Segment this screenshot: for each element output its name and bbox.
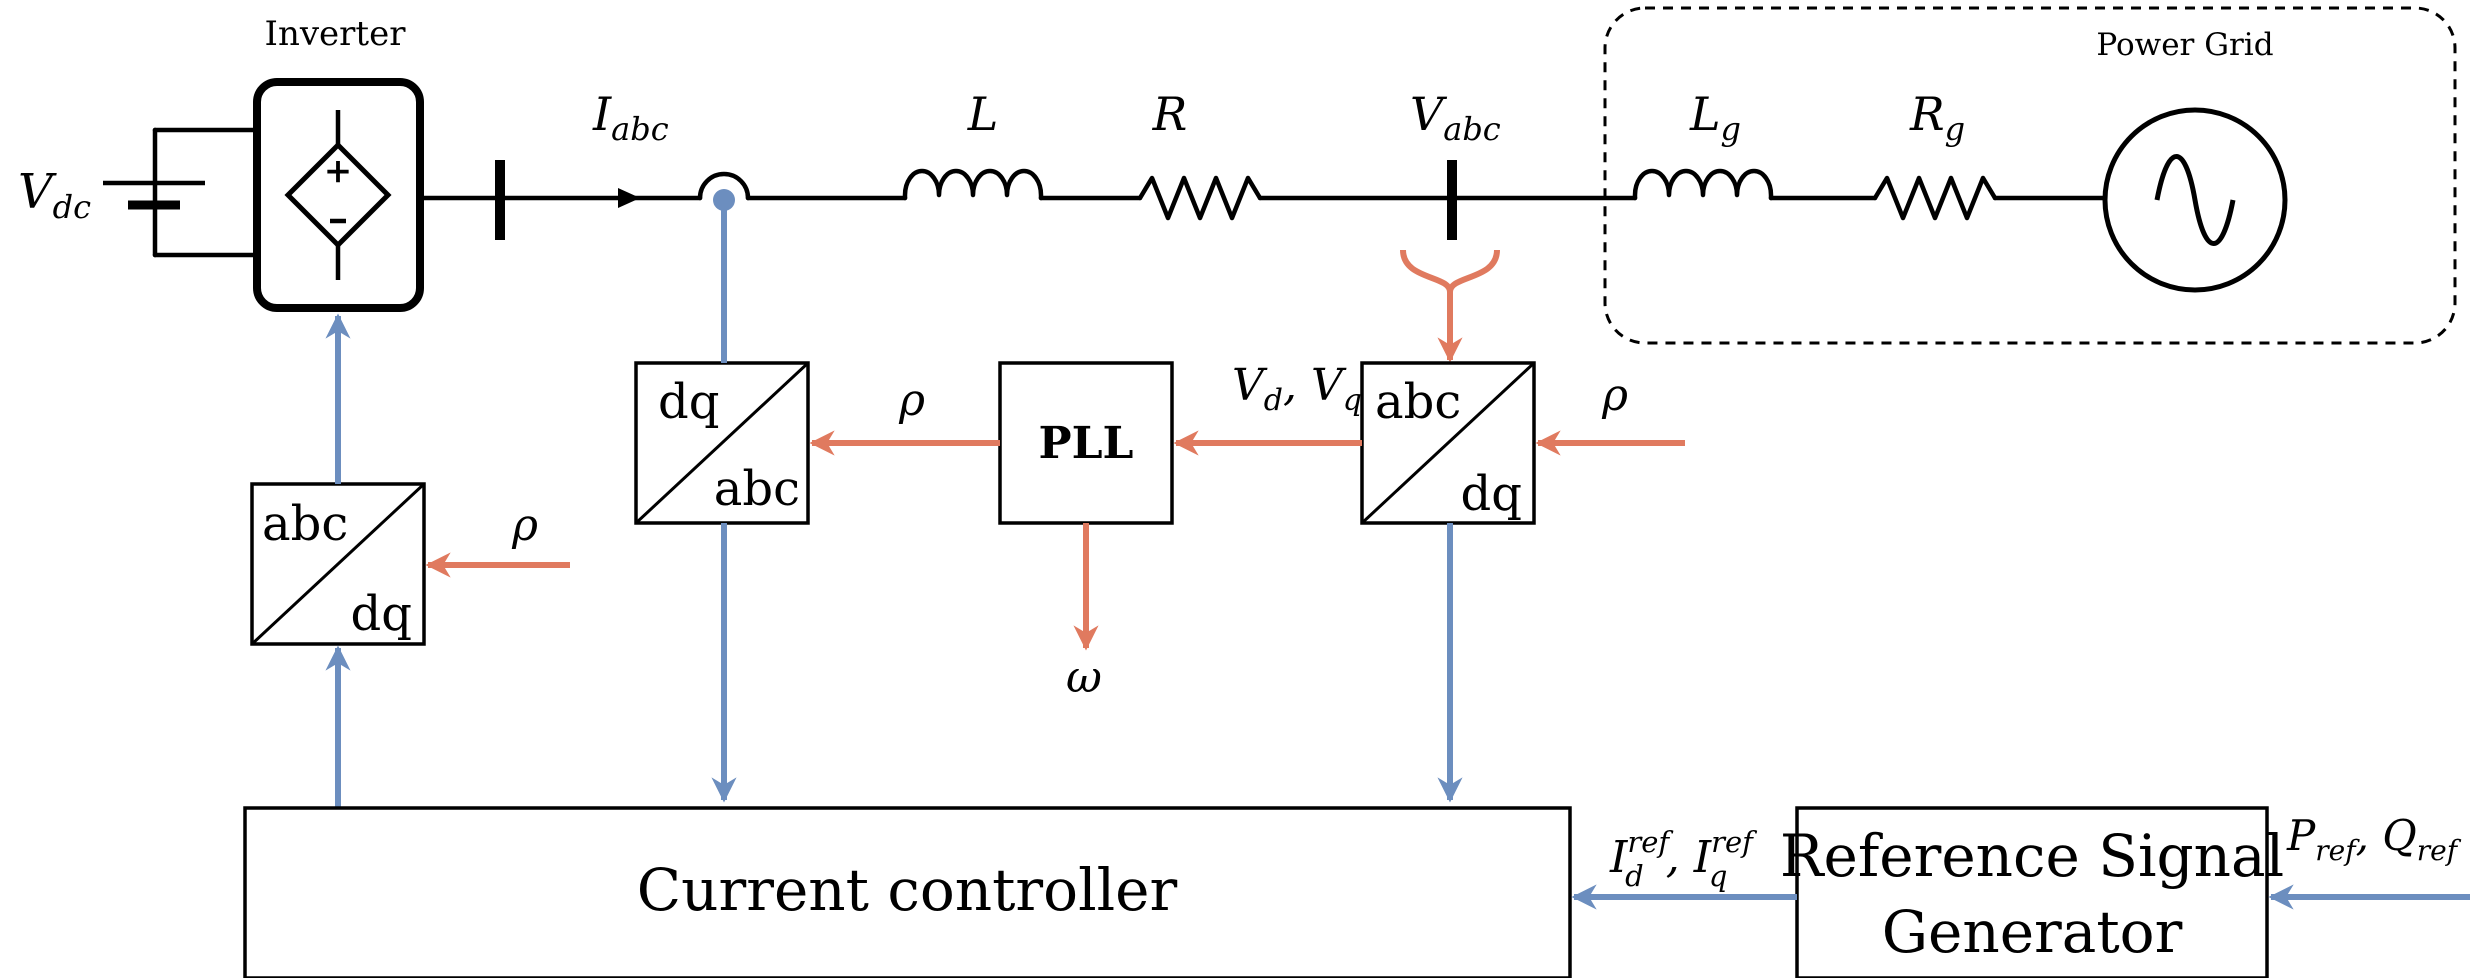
omega-label: ω (1066, 652, 1102, 703)
svg-text:+: + (324, 151, 353, 191)
reference-signal-generator-block: Reference Signal Generator (1780, 806, 2284, 978)
svg-text:abc: abc (714, 461, 800, 517)
power-grid-region (1603, 6, 2457, 345)
ac-source-icon (2102, 107, 2288, 293)
vdc-label: Vdc (18, 164, 91, 226)
svg-text:dq: dq (351, 586, 412, 642)
resistor-rg (1872, 175, 1998, 221)
svg-text:abc: abc (1375, 374, 1461, 430)
rho-label-middle: ρ (898, 375, 925, 426)
svg-text:Generator: Generator (1882, 898, 2183, 966)
vd-vq-label: Vd, Vq (1232, 360, 1362, 418)
svg-text:Current controller: Current controller (637, 856, 1178, 924)
resistor-rg-label: Rg (1909, 87, 1965, 148)
inverter-label: Inverter (265, 14, 407, 54)
pq-ref-label: Pref, Qref (2286, 811, 2462, 867)
wire-crossover (697, 171, 751, 201)
pll-block: PLL (998, 361, 1174, 525)
current-tap-dot (713, 189, 735, 211)
power-grid-label: Power Grid (2096, 27, 2273, 63)
inductor-lg-label: Lg (1689, 87, 1741, 148)
svg-text:Reference Signal: Reference Signal (1780, 822, 2284, 890)
voltage-brace (1400, 249, 1500, 293)
rho-label-left: ρ (511, 500, 538, 551)
inverter-block: + (253, 78, 424, 312)
vabc-label: Vabc (1410, 87, 1501, 148)
abc-dq-block-control: abc dq (250, 482, 426, 646)
inductor-lg (1632, 168, 1774, 201)
current-direction-arrow (618, 188, 640, 208)
dc-source (103, 127, 258, 258)
svg-text:abc: abc (262, 496, 348, 552)
inductor-l-label: L (967, 87, 999, 141)
resistor-r-label: R (1152, 87, 1188, 141)
dq-abc-block-current: dq abc (634, 361, 810, 525)
abc-dq-block-voltage: abc dq (1360, 361, 1536, 525)
current-controller-block: Current controller (243, 806, 1572, 978)
resistor-r (1137, 175, 1263, 221)
inductor-l (902, 168, 1044, 201)
iabc-label: Iabc (592, 87, 669, 148)
svg-text:dq: dq (658, 374, 719, 430)
svg-text:PLL: PLL (1039, 418, 1134, 469)
svg-text:dq: dq (1461, 466, 1522, 522)
rho-label-right: ρ (1601, 370, 1628, 421)
